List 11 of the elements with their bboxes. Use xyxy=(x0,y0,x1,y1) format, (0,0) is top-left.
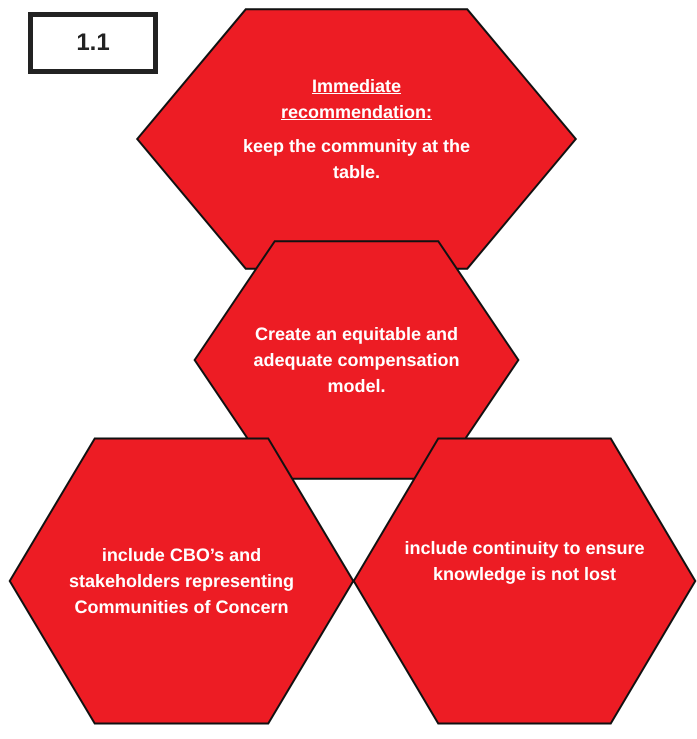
body-text: include continuity to ensure knowledge is not lost xyxy=(403,537,646,586)
body-text: keep the community at the table. xyxy=(242,135,472,184)
section-number-box xyxy=(28,12,158,74)
section-number: 1.1 xyxy=(75,30,111,56)
heading-text: Immediate recommendation: xyxy=(280,75,434,124)
hexagon xyxy=(193,240,520,480)
hexagon xyxy=(8,437,355,725)
body-text: Create an equitable and adequate compensation model. xyxy=(252,323,461,398)
hexagon xyxy=(135,8,578,270)
hexagon xyxy=(352,437,697,725)
body-text: include CBO’s and stakeholders representing Communities of Concern xyxy=(68,544,296,619)
